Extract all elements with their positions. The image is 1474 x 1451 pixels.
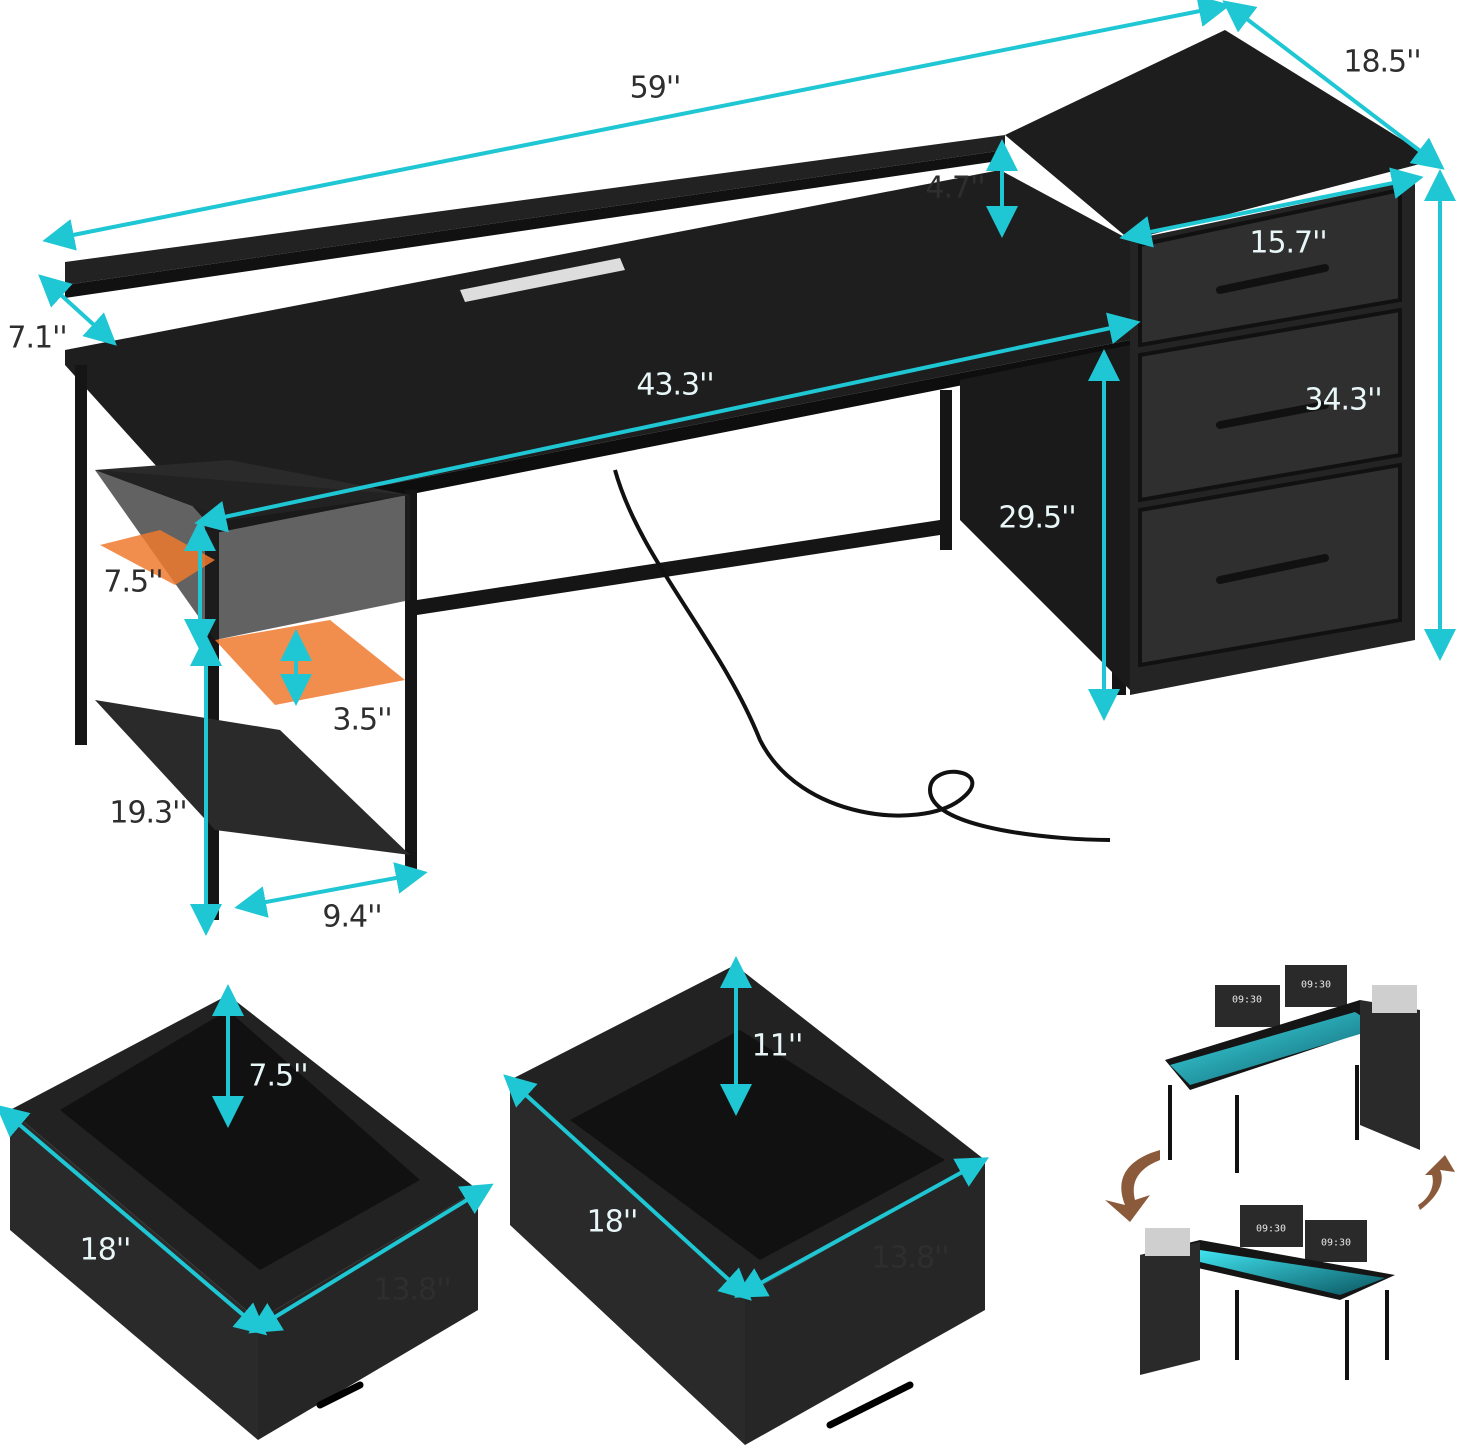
- monitor-clock: 09:30: [1300, 979, 1332, 991]
- small-drawer: [0, 984, 494, 1440]
- shelf-gap-label: 7.5'': [103, 564, 163, 600]
- monitor-clock: 09:30: [1231, 994, 1263, 1006]
- drawer-width-label: 15.7'': [1249, 225, 1327, 261]
- leg-clearance-label: 29.5'': [998, 500, 1076, 536]
- power-cord: [613, 469, 1111, 842]
- cabinet-height-label: 34.3'': [1304, 382, 1382, 418]
- small-drawer-width-label: 13.8'': [373, 1272, 451, 1308]
- desktop-width-label: 43.3'': [636, 367, 714, 403]
- dimension-lines: [38, 0, 1456, 936]
- rotate-arrow-down-icon: [1105, 1150, 1160, 1222]
- drawer-3: [1138, 462, 1402, 668]
- monitor-clock: 09:30: [1320, 1237, 1352, 1249]
- desk-depth-label: 18.5'': [1343, 44, 1421, 80]
- shelf-adjust-label: 3.5'': [332, 702, 392, 738]
- main-desk: [65, 30, 1435, 920]
- monitor-stand-depth-label: 7.1'': [7, 320, 67, 356]
- large-drawer-width-label: 13.8'': [871, 1240, 949, 1276]
- reversible-inset: [1105, 965, 1455, 1380]
- side-shelf-depth-label: 9.4'': [322, 899, 382, 935]
- large-drawer-depth-label: 18'': [586, 1204, 639, 1240]
- side-shelf-lower: [95, 700, 410, 855]
- shelf-height-label: 4.7'': [925, 170, 985, 206]
- desk-width-label: 59'': [629, 70, 682, 106]
- small-drawer-depth-label: 18'': [79, 1232, 132, 1268]
- rotate-arrow-up-icon: [1418, 1155, 1455, 1210]
- power-strip: [460, 258, 625, 302]
- side-shelf-height-label: 19.3'': [109, 795, 187, 831]
- large-drawer-height-label: 11'': [751, 1028, 804, 1064]
- small-drawer-height-label: 7.5'': [248, 1058, 308, 1094]
- monitor-clock: 09:30: [1255, 1223, 1287, 1235]
- large-drawer: [503, 956, 990, 1445]
